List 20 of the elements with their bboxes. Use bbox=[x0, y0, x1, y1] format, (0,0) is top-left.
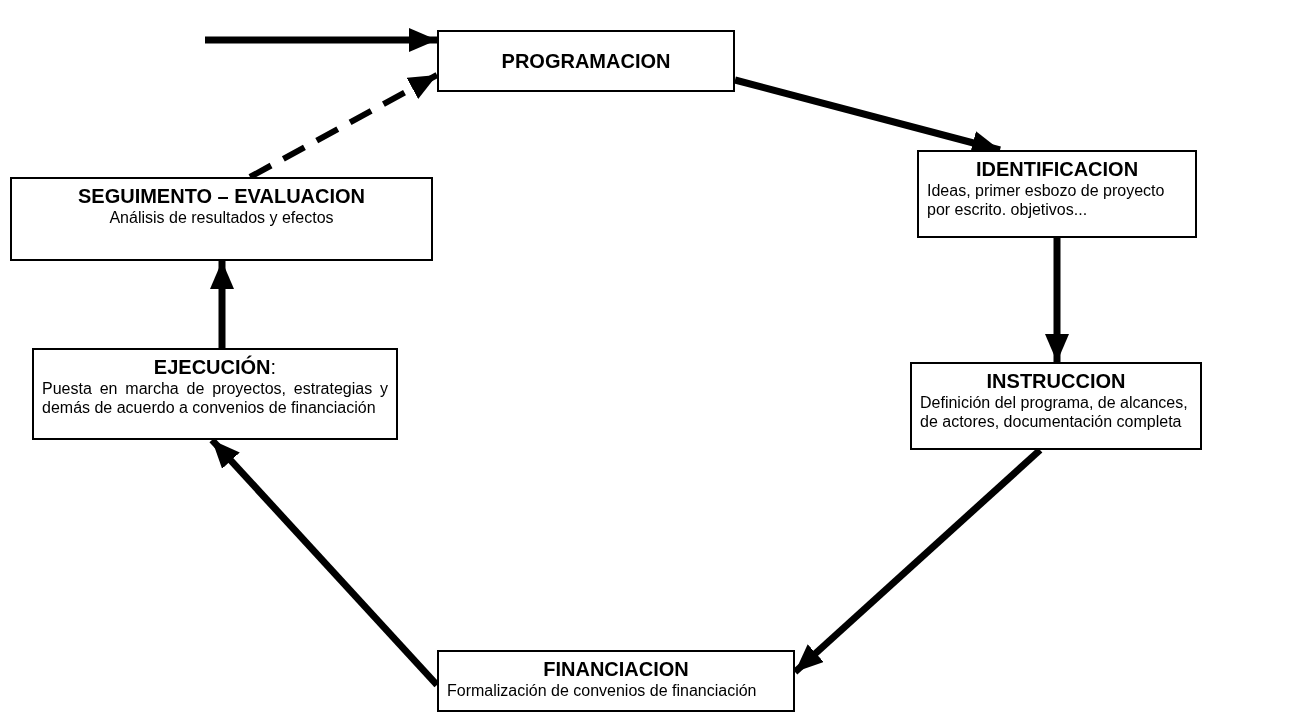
process-box bbox=[437, 650, 795, 712]
arrow bbox=[1045, 238, 1069, 362]
process-box bbox=[32, 348, 398, 440]
step-description: Puesta en marcha de proyectos, estrategias y demás de acuerdo a convenios de financiación bbox=[42, 379, 388, 418]
step-title: IDENTIFICACION bbox=[974, 158, 1140, 181]
step-description: Definición del programa, de alcances, de actores, documentación completa bbox=[920, 393, 1189, 432]
step-description: Ideas, primer esbozo de proyecto por escrito. objetivos... bbox=[927, 181, 1166, 220]
arrow bbox=[248, 72, 439, 180]
step-title: FINANCIACION bbox=[542, 658, 690, 681]
step-description: Análisis de resultados y efectos bbox=[108, 208, 335, 228]
step-title: INSTRUCCION bbox=[985, 370, 1127, 393]
step-title: PROGRAMACION bbox=[501, 49, 671, 73]
process-box bbox=[10, 177, 433, 261]
step-title: EJECUCIÓN: bbox=[152, 356, 278, 379]
process-box bbox=[437, 30, 735, 92]
arrow bbox=[210, 261, 234, 348]
step-title: SEGUIMENTO – EVALUACION bbox=[76, 185, 367, 208]
step-description: Formalización de convenios de financiación bbox=[447, 681, 758, 701]
process-box bbox=[910, 362, 1202, 450]
process-box bbox=[917, 150, 1197, 238]
